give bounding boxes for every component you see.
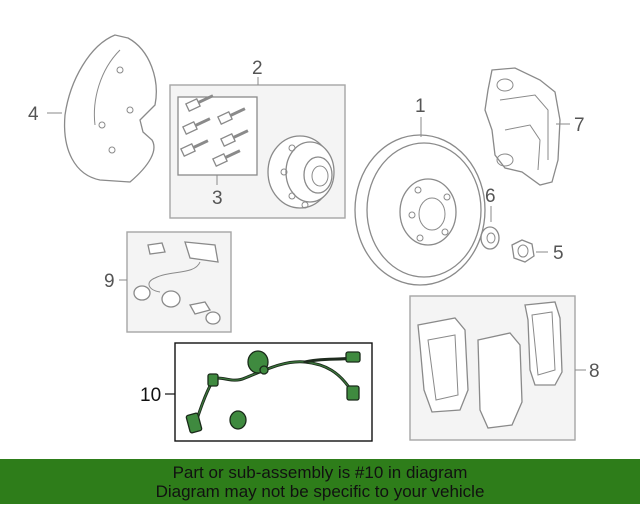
hub-assembly-box bbox=[169, 77, 346, 219]
hub-nut bbox=[511, 239, 548, 263]
callout-7: 7 bbox=[574, 115, 585, 136]
dust-shield bbox=[47, 34, 157, 183]
callout-3: 3 bbox=[212, 188, 223, 209]
wheel-speed-sensor-box bbox=[165, 342, 373, 442]
callout-8: 8 bbox=[589, 361, 600, 382]
brake-caliper bbox=[484, 67, 570, 186]
washer bbox=[480, 206, 500, 250]
callout-2: 2 bbox=[252, 58, 263, 79]
brake-pads-box bbox=[409, 295, 586, 441]
banner-line-1: Part or sub-assembly is #10 in diagram bbox=[172, 462, 468, 482]
callout-5: 5 bbox=[553, 243, 564, 264]
callout-9: 9 bbox=[104, 271, 115, 292]
callout-1: 1 bbox=[415, 96, 426, 117]
hub-bolts bbox=[180, 94, 249, 168]
banner-line-2: Diagram may not be specific to your vehi… bbox=[155, 481, 485, 501]
callout-4: 4 bbox=[28, 104, 39, 125]
callout-6: 6 bbox=[485, 186, 496, 207]
callout-10: 10 bbox=[140, 385, 161, 406]
brake-rotor bbox=[354, 117, 486, 286]
sensor-kit-box bbox=[119, 231, 232, 333]
wheel-hub bbox=[267, 135, 335, 209]
info-banner: Part or sub-assembly is #10 in diagram D… bbox=[0, 459, 640, 504]
brake-parts-diagram: 4 2 3 bbox=[28, 34, 600, 442]
